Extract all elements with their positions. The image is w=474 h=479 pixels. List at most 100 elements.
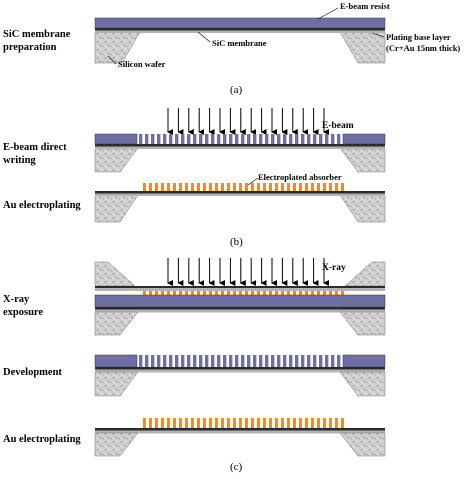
plating-base-layer xyxy=(95,430,385,434)
resist-line xyxy=(241,134,245,144)
absorber-line xyxy=(221,418,224,428)
absorber-line xyxy=(335,183,338,191)
resist-line xyxy=(169,355,173,367)
resist-line xyxy=(337,355,341,367)
resist-line xyxy=(307,134,311,144)
absorber-line xyxy=(209,183,212,191)
absorber-line xyxy=(173,183,176,191)
annotation-plating-base-line2: (Cr+Au 15nm thick) xyxy=(386,43,460,53)
step-label-sic-prep-line1: SiC membrane xyxy=(3,29,71,40)
plating-base-layer xyxy=(95,309,385,313)
absorber-line xyxy=(341,183,344,191)
resist-line xyxy=(301,355,305,367)
absorber-line xyxy=(299,183,302,191)
absorber-line xyxy=(215,183,218,191)
absorber-line xyxy=(335,418,338,428)
absorber-line xyxy=(197,291,200,296)
xray-label: X-ray xyxy=(322,263,346,273)
absorber-line xyxy=(167,418,170,428)
resist-line xyxy=(289,134,293,144)
silicon-wafer-right xyxy=(339,311,386,336)
absorber-line xyxy=(281,291,284,296)
absorber-line xyxy=(293,183,296,191)
absorber-line xyxy=(287,183,290,191)
absorber-line xyxy=(185,418,188,428)
resist-line xyxy=(265,355,269,367)
absorber-line xyxy=(335,291,338,296)
absorber-line xyxy=(173,291,176,296)
absorber-line xyxy=(155,418,158,428)
silicon-wafer-left xyxy=(94,432,139,457)
absorber-line xyxy=(281,183,284,191)
resist-line xyxy=(199,134,203,144)
resist-line xyxy=(235,355,239,367)
resist-line xyxy=(223,134,227,144)
resist-line xyxy=(301,134,305,144)
resist-line xyxy=(283,134,287,144)
resist-line xyxy=(331,134,335,144)
resist-line xyxy=(175,134,179,144)
absorber-line xyxy=(149,291,152,296)
resist-line xyxy=(163,134,167,144)
resist-line xyxy=(151,134,155,144)
absorber-line xyxy=(251,291,254,296)
absorber-line xyxy=(221,291,224,296)
absorber-line xyxy=(143,418,146,428)
annotation-silicon-wafer: Silicon wafer xyxy=(118,59,166,69)
absorber-line xyxy=(311,418,314,428)
absorber-line xyxy=(161,291,164,296)
absorber-line xyxy=(305,418,308,428)
caption-c: (c) xyxy=(230,461,243,473)
absorber-line xyxy=(329,183,332,191)
resist-block-right xyxy=(342,133,386,145)
resist-line xyxy=(313,134,317,144)
absorber-line xyxy=(179,291,182,296)
absorber-line xyxy=(299,418,302,428)
absorber-line xyxy=(341,291,344,296)
resist-line xyxy=(199,355,203,367)
silicon-wafer-right xyxy=(339,371,386,397)
resist-line xyxy=(277,134,281,144)
absorber-line xyxy=(197,183,200,191)
absorber-line xyxy=(185,183,188,191)
absorber-line xyxy=(203,418,206,428)
absorber-line xyxy=(311,183,314,191)
silicon-wafer-left xyxy=(94,311,139,336)
absorber-line xyxy=(317,418,320,428)
absorber-line xyxy=(149,418,152,428)
electroplated-absorber xyxy=(143,418,344,428)
absorber-line xyxy=(293,418,296,428)
silicon-wafer-right xyxy=(339,432,386,457)
annotation-plating-base-line1: Plating base layer xyxy=(386,32,451,42)
absorber-line xyxy=(239,183,242,191)
resist-line xyxy=(181,355,185,367)
caption-b: (b) xyxy=(230,236,243,248)
absorber-line xyxy=(167,291,170,296)
absorber-line xyxy=(233,291,236,296)
plating-base-layer xyxy=(95,369,385,373)
resist-line xyxy=(187,355,191,367)
resist-line xyxy=(169,134,173,144)
absorber-line xyxy=(203,183,206,191)
absorber-line xyxy=(233,183,236,191)
absorber-line xyxy=(269,291,272,296)
resist-line xyxy=(217,355,221,367)
resist-grating xyxy=(139,134,341,144)
resist-line xyxy=(157,355,161,367)
ebeam-arrows xyxy=(167,108,329,135)
caption-a: (a) xyxy=(230,84,243,96)
absorber-line xyxy=(245,183,248,191)
plating-base-layer xyxy=(95,30,385,33)
sic-membrane xyxy=(95,428,385,431)
absorber-line xyxy=(245,291,248,296)
absorber-line xyxy=(197,418,200,428)
absorber-line xyxy=(275,183,278,191)
panel-c: X-ray X-ray exposure Development Au elec… xyxy=(3,258,386,473)
absorber-line xyxy=(329,418,332,428)
absorber-line xyxy=(239,291,242,296)
absorber-line xyxy=(305,183,308,191)
sic-membrane xyxy=(95,191,385,194)
resist-line xyxy=(241,355,245,367)
annotation-electroplated-absorber: Electroplated absorber xyxy=(258,172,342,182)
